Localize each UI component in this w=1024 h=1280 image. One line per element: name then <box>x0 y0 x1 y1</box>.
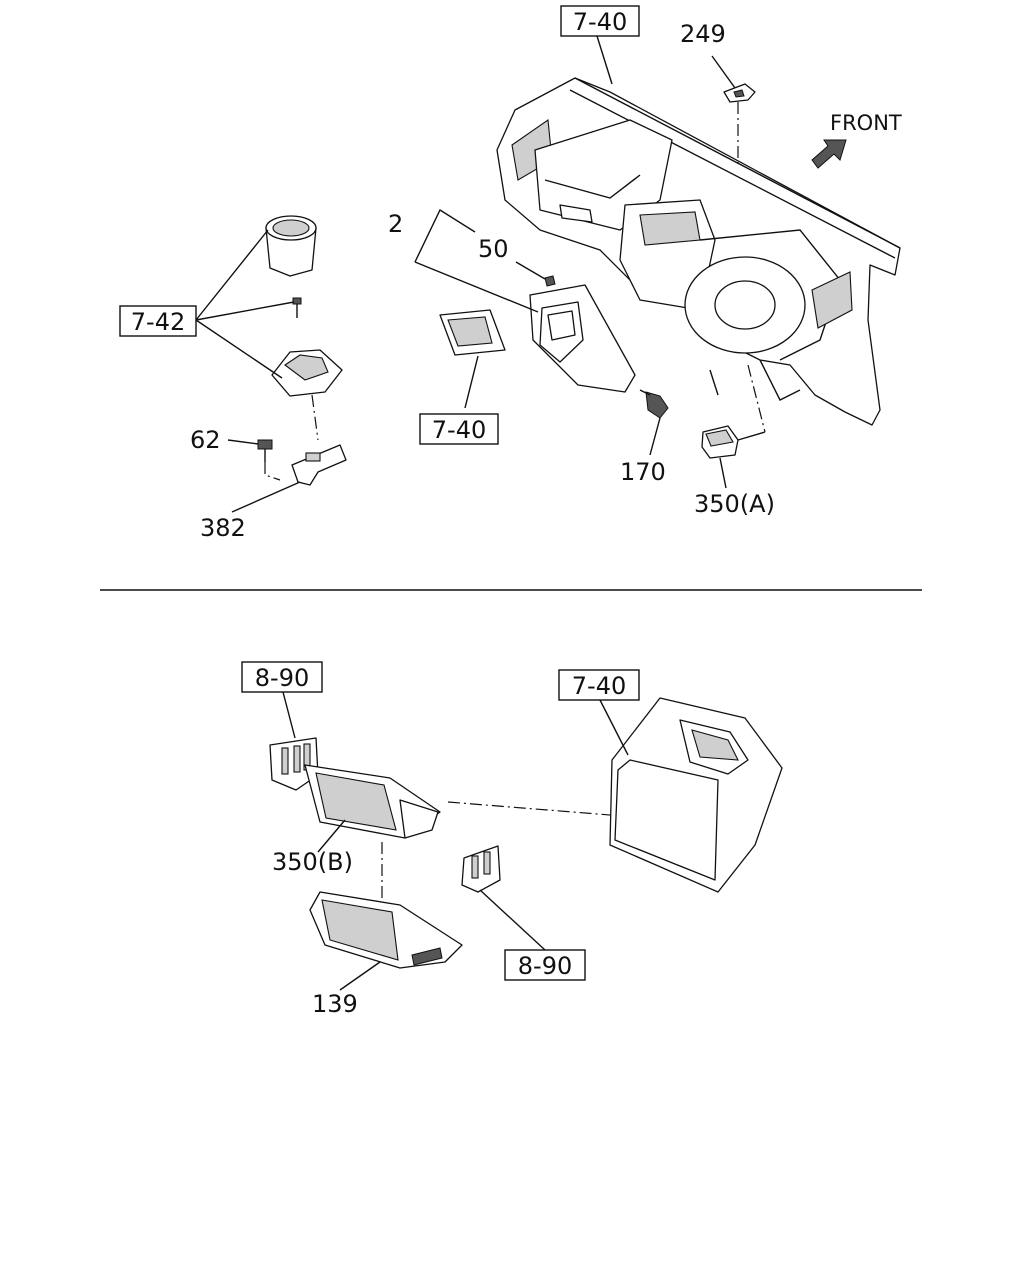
part-8-90-bracket-bottom <box>461 845 501 893</box>
leader-2 <box>414 208 539 313</box>
part-382-bracket <box>291 444 347 486</box>
leader-350a-link <box>737 431 766 441</box>
leader-7-40-top <box>596 35 613 85</box>
label-249: 249 <box>680 20 726 48</box>
label-50: 50 <box>478 235 509 263</box>
label-170: 170 <box>620 458 666 486</box>
part-350a-switch <box>701 425 739 459</box>
part-350b-pocket <box>304 764 441 839</box>
ref-box-7-40-bottom <box>558 669 640 701</box>
part-7-42-holder <box>271 349 343 397</box>
leader-50 <box>515 261 546 280</box>
part-249-clip <box>723 83 756 103</box>
part-50-clip <box>544 275 556 287</box>
leader-7-40-bottom <box>599 699 629 756</box>
ref-box-8-90-top <box>241 661 323 693</box>
label-ref-7-40-bottom: 7-40 <box>572 672 626 700</box>
part-2-trim-panel <box>529 284 636 393</box>
label-ref-7-40-top: 7-40 <box>573 8 627 36</box>
instrument-panel <box>496 77 901 426</box>
leader-382 <box>231 481 301 513</box>
label-front: FRONT <box>830 111 902 135</box>
leader-139 <box>339 961 381 991</box>
leader-7-42 <box>195 229 295 379</box>
label-ref-7-40-mid: 7-40 <box>432 416 486 444</box>
part-7-42-cup <box>265 215 317 277</box>
part-8-90-bracket-top <box>269 737 319 791</box>
label-2: 2 <box>388 210 403 238</box>
leader-7-42-dashed <box>311 394 319 441</box>
label-350a: 350(A) <box>694 490 775 518</box>
leader-170 <box>649 417 661 456</box>
part-7-40-bezel <box>439 309 506 356</box>
label-350b: 350(B) <box>272 848 353 876</box>
front-arrow-icon <box>811 139 847 169</box>
ref-box-7-40-top <box>560 5 640 37</box>
label-139: 139 <box>312 990 358 1018</box>
label-ref-7-42: 7-42 <box>131 308 185 336</box>
ref-box-7-42 <box>119 305 197 337</box>
leader-8-90-top <box>282 691 296 739</box>
leader-62 <box>227 439 259 445</box>
leader-8-90-bottom <box>479 889 546 951</box>
leader-350b <box>317 819 346 853</box>
leader-62-dashed <box>264 462 281 481</box>
ref-box-8-90-bottom <box>504 949 586 981</box>
label-ref-8-90-top: 8-90 <box>255 664 309 692</box>
part-170-screw <box>639 389 669 419</box>
part-7-40-console-panel <box>609 697 783 893</box>
leader-350a <box>719 457 727 489</box>
part-139-tray <box>309 891 463 969</box>
label-ref-8-90-bottom: 8-90 <box>518 952 572 980</box>
ref-box-7-40-mid <box>419 413 499 445</box>
part-62-screw <box>257 439 273 462</box>
label-382: 382 <box>200 514 246 542</box>
leader-350a-dashed <box>747 364 766 433</box>
leader-7-40-mid <box>464 355 479 409</box>
part-7-42-screw <box>292 297 302 318</box>
leader-249 <box>711 55 736 89</box>
label-62: 62 <box>190 426 221 454</box>
